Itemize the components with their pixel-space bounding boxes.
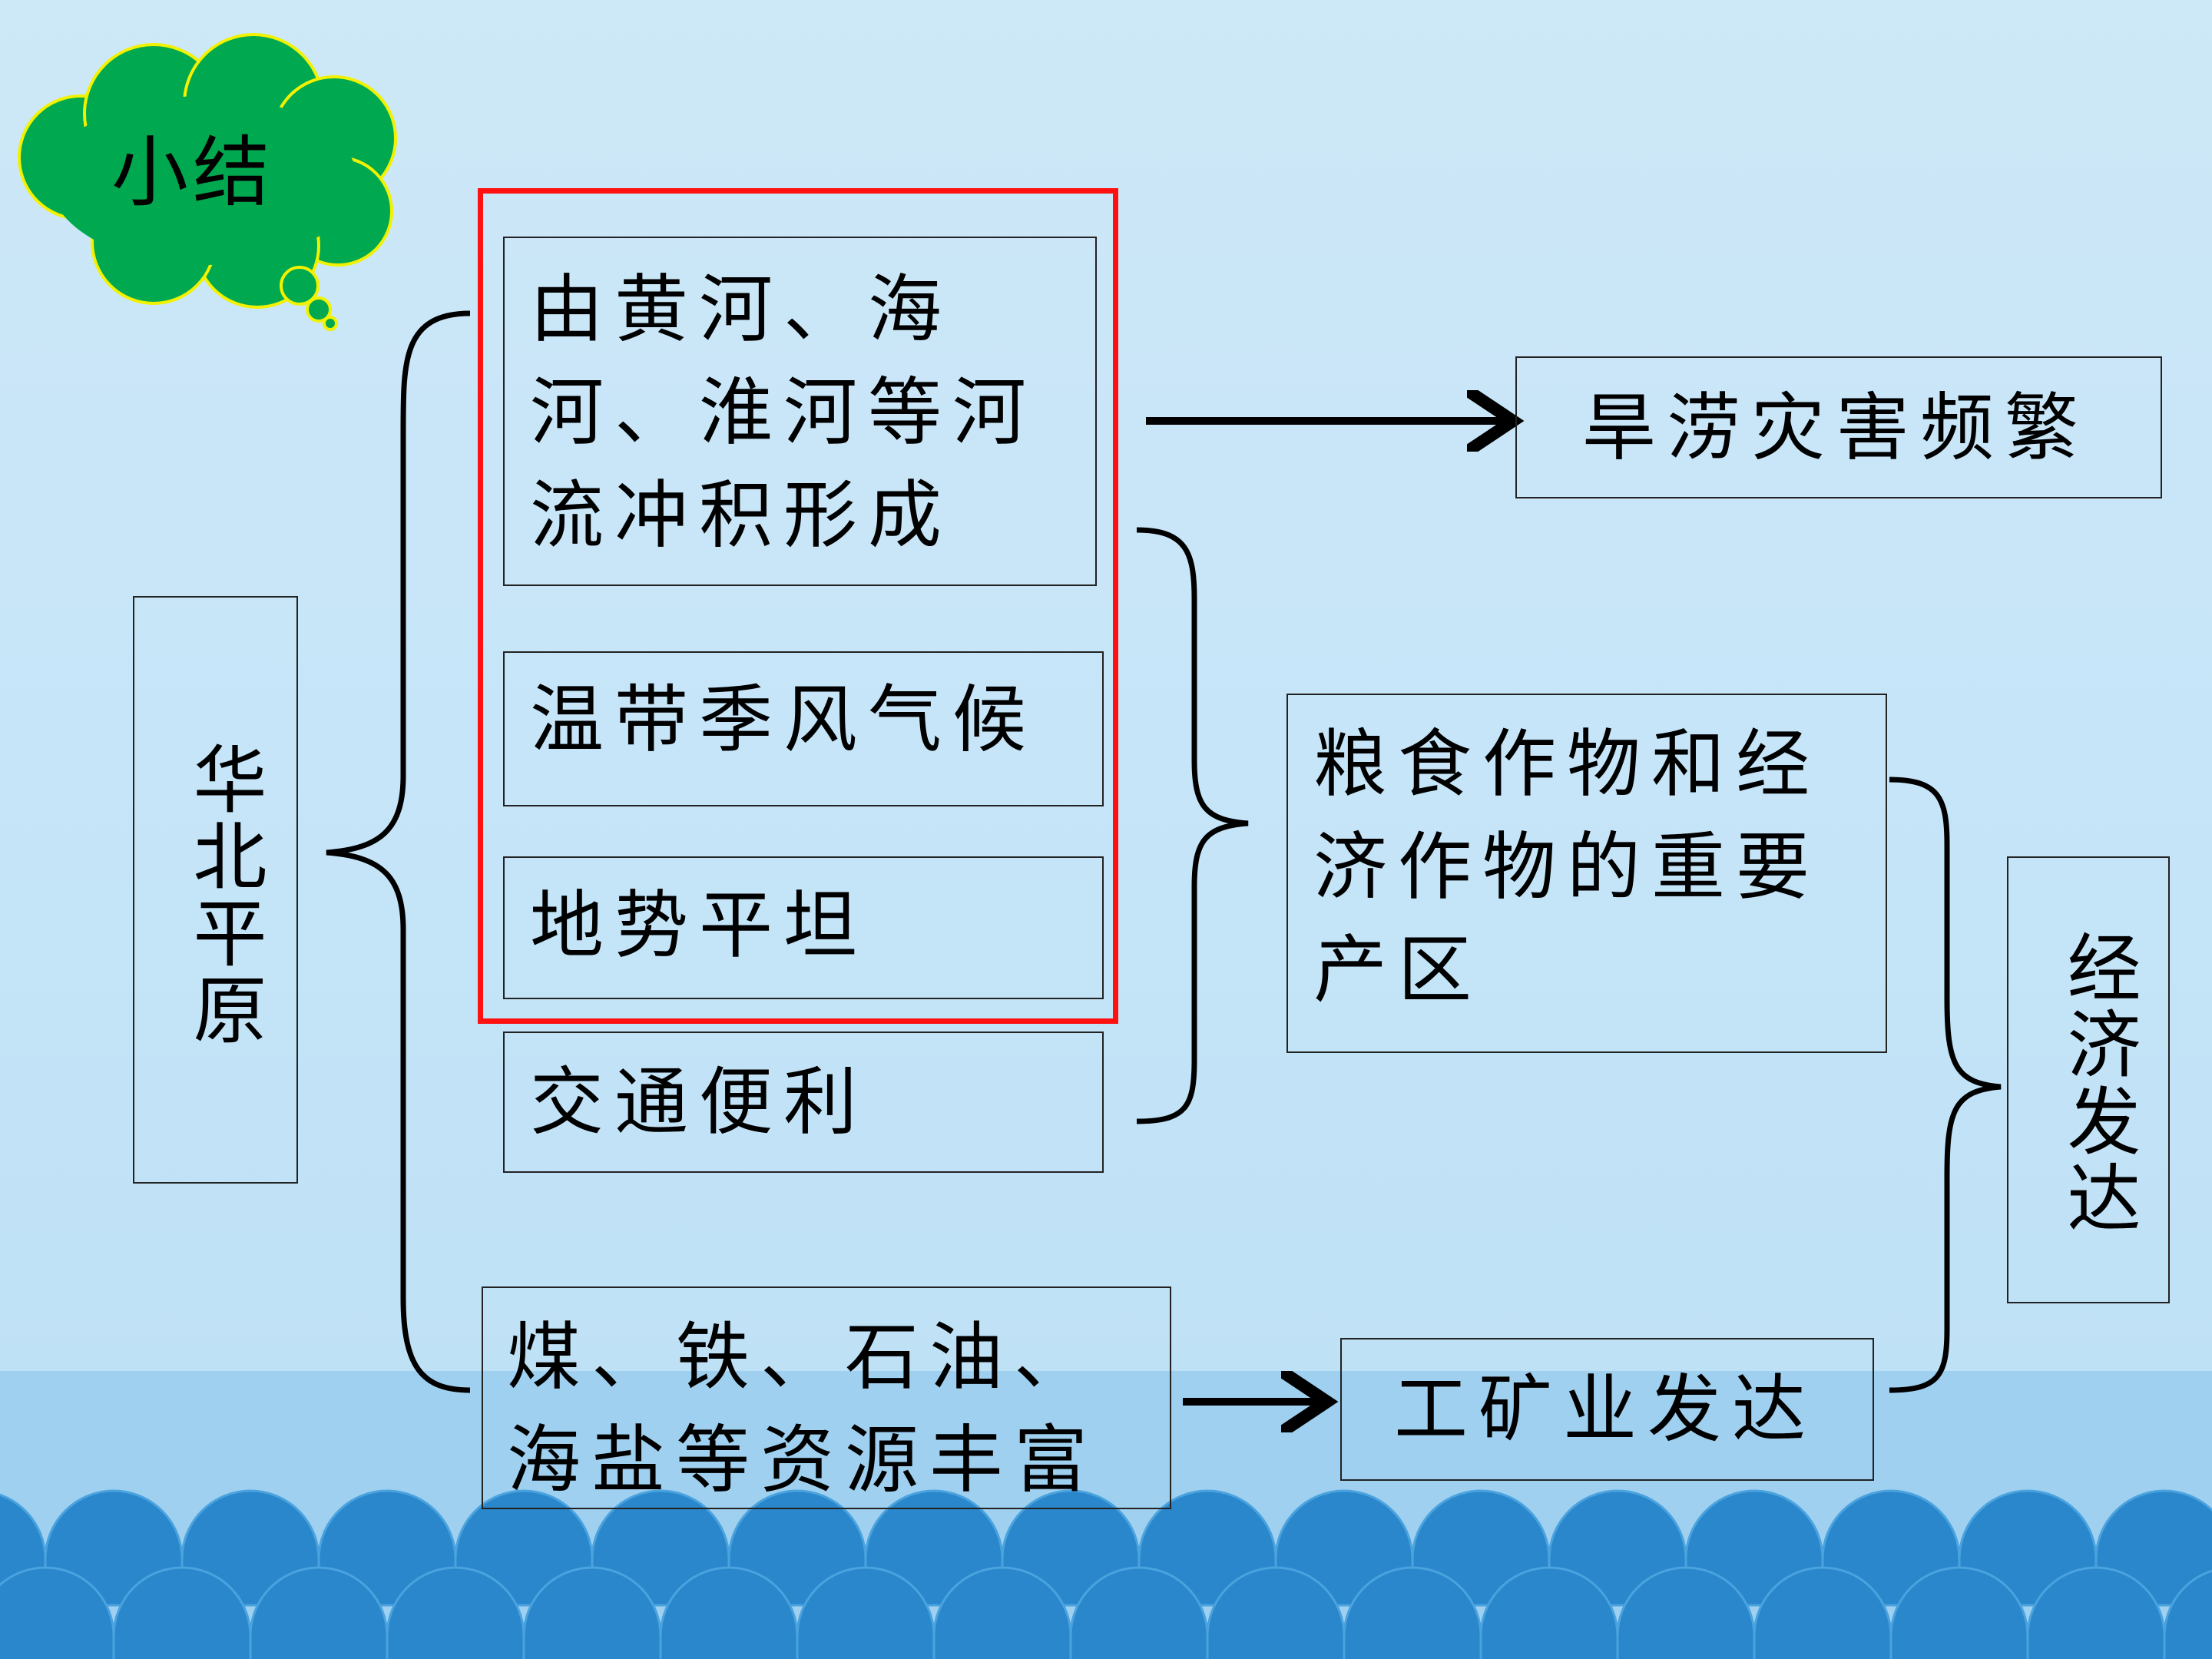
wave-scallop: [659, 1566, 799, 1659]
effect-box-agriculture: [1286, 694, 1887, 1053]
cause-label-transport: 交通便利: [530, 1059, 868, 1145]
effect-box-economy: [2007, 856, 2170, 1303]
economy-brace: [1889, 777, 2002, 1393]
cause-label-climate: 温带季风气候: [530, 677, 1037, 763]
wave-scallop: [932, 1566, 1072, 1659]
cause-box-terrain: [503, 856, 1104, 999]
agri-brace: [1136, 527, 1249, 1124]
cause-box-transport: [503, 1031, 1104, 1173]
root-node: [133, 596, 298, 1184]
cause-label-resources: 煤、铁、石油、海盐等资源丰富: [507, 1314, 1098, 1503]
effect-label-disaster: 旱涝灾害频繁: [1582, 385, 2089, 471]
cause-label-river-alluvium: 由黄河、海河、淮河等河流冲积形成: [530, 267, 1037, 558]
wave-scallop: [522, 1566, 662, 1659]
wave-scallop: [796, 1566, 935, 1659]
wave-scallop: [1206, 1566, 1346, 1659]
wave-scallop: [1069, 1566, 1209, 1659]
wave-scallop: [1343, 1566, 1482, 1659]
effect-box-disaster: [1515, 356, 2162, 498]
effect-label-agriculture: 粮食作物和经济作物的重要产区: [1313, 721, 1820, 1013]
wave-scallop: [2026, 1566, 2166, 1659]
cause-label-terrain: 地势平坦: [530, 882, 868, 969]
effect-label-economy: 经济发达: [2055, 929, 2141, 1237]
wave-scallop: [2163, 1569, 2212, 1659]
wave-scallop: [1616, 1566, 1756, 1659]
cause-box-river-alluvium: [503, 237, 1097, 586]
wave-scallop: [112, 1566, 252, 1659]
wave-scallop: [1753, 1566, 1892, 1659]
root-label: 华北平原: [180, 741, 267, 1048]
root-brace: [326, 310, 471, 1393]
wave-scallop: [1889, 1566, 2029, 1659]
wave-scallop: [0, 1566, 115, 1659]
cause-box-climate: [503, 651, 1104, 806]
effect-box-industry: [1340, 1338, 1874, 1481]
wave-scallop: [249, 1566, 389, 1659]
wave-scallop: [1479, 1566, 1619, 1659]
wave-scallop: [386, 1566, 525, 1659]
badge-label: 小结: [111, 127, 274, 217]
cause-box-resources: [482, 1286, 1171, 1509]
effect-label-industry: 工矿业发达: [1394, 1366, 1816, 1452]
natural-factors-highlight: [478, 188, 1118, 1024]
